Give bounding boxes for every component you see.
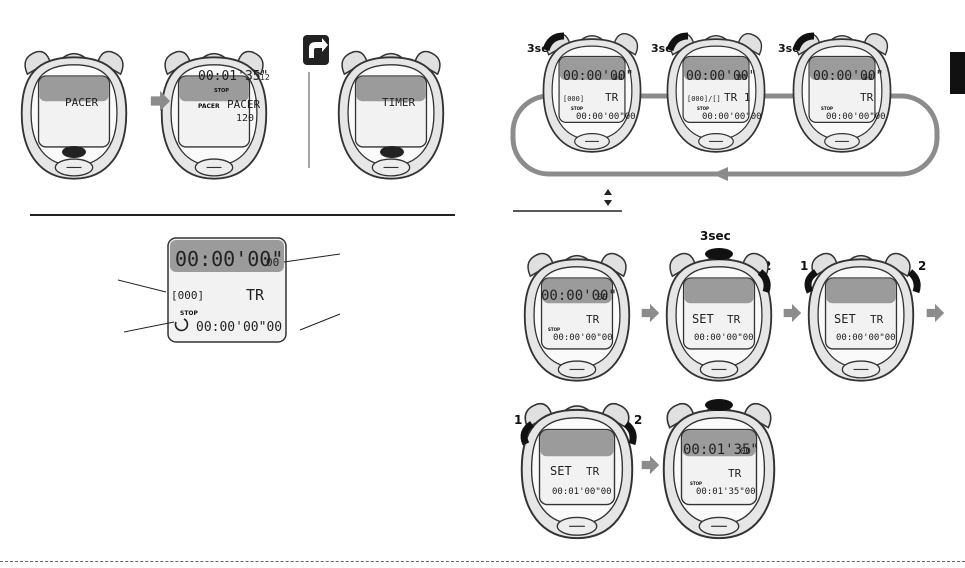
loop-watch-3 [792, 32, 892, 153]
pressed-button-marker [705, 399, 733, 411]
setup-watch-a [523, 252, 631, 382]
pressed-button-marker [757, 269, 771, 294]
setup-e-count: 00:01'35"00 [696, 487, 756, 497]
loop-w2-icon: [000]/[] [687, 95, 721, 103]
setup-a-time: 00:00'00" [541, 288, 617, 304]
watch-timer [337, 50, 445, 180]
loop-w1-stop: STOP [571, 106, 583, 111]
right-arrow-icon [641, 303, 660, 323]
setup-a-mode: TR [586, 313, 600, 326]
pressed-button-marker [907, 269, 921, 294]
loop-w1-count: 00:00'00"00 [576, 112, 636, 122]
setup-press: 3sec [700, 229, 731, 243]
watch-pacer-1 [20, 50, 128, 180]
setup-c-count: 00:00'00"00 [836, 333, 896, 343]
pressed-button-marker [792, 32, 815, 52]
setup-sequence: 00:00'00" 00 TR STOP 00:00'00"00 3sec 2 … [514, 229, 945, 540]
setup-c-mode: TR [870, 313, 884, 326]
loop-watch-1 [542, 32, 642, 153]
display-hund: 00 [266, 256, 279, 269]
setup-watch-d [520, 402, 634, 540]
loop-w2-mode: TR 1 [724, 91, 751, 104]
pacer-row: PACER 00:01'35" 12 STOP PACER PACER 120 … [20, 35, 445, 180]
w1-line2: PACER [65, 96, 98, 109]
loop-w2-stop: STOP [697, 106, 709, 111]
loop-w1-time: 00:00'00" [563, 69, 633, 84]
display-time: 00:00'00" [175, 247, 283, 271]
callout-line [283, 253, 341, 263]
callout-line [299, 313, 341, 331]
setup-c-set: SET [834, 312, 856, 326]
loop-w3-hund: 00 [863, 73, 873, 82]
pressed-button-marker [705, 248, 733, 260]
setup-b-count: 00:00'00"00 [694, 333, 754, 343]
loop-w3-time: 00:00'00" [813, 69, 883, 84]
w3-line2: TIMER [382, 96, 415, 109]
right-arrow-icon [641, 455, 660, 475]
setup-watch-c [807, 252, 915, 382]
w2-line3: 120 [236, 113, 254, 124]
w2-stop: STOP [214, 88, 229, 94]
setup-a-count: 00:00'00"00 [553, 333, 613, 343]
right-arrow-icon [783, 303, 802, 323]
section-tab [950, 52, 965, 94]
w2-line1-hund: 12 [260, 73, 270, 82]
loop-w2-hund: 00 [737, 73, 747, 82]
updown-triangle-icon [604, 189, 612, 206]
w2-pacer-tag: PACER [198, 103, 220, 110]
mode-loop: 3sec 00:00'00" 00 [000] TR STOP 00:00'00… [510, 32, 940, 181]
setup-d-set: SET [550, 464, 572, 478]
display-mode: TR [246, 286, 265, 304]
loop-w1-hund: 00 [613, 73, 623, 82]
w2-line1: 00:01'35" [198, 69, 268, 84]
left-arrow-icon [712, 167, 728, 181]
loop-w2-time: 00:00'00" [686, 69, 756, 84]
setup-watch-b [665, 252, 773, 382]
callout-line [117, 279, 167, 293]
setup-d-mode: TR [586, 465, 600, 478]
setup-a-hund: 00 [597, 293, 608, 303]
loop-w1-icon: [000] [563, 95, 584, 103]
pressed-button-marker [623, 421, 637, 446]
setup-watch-e [662, 402, 776, 540]
callout-line [123, 321, 175, 333]
setup-e-hund: 00 [740, 447, 751, 457]
setup-e-stop: STOP [690, 481, 702, 486]
loop-w1-mode: TR [605, 91, 619, 104]
setup-num2c: 2 [634, 413, 642, 427]
setup-d-count: 00:01'00"00 [552, 487, 612, 497]
loop-w2-count: 00:00'00"00 [702, 112, 762, 122]
setup-num2b: 2 [918, 259, 926, 273]
loop-w3-count: 00:00'00"00 [826, 112, 886, 122]
right-arrow-icon [926, 303, 945, 323]
setup-a-stop: STOP [548, 327, 560, 332]
setup-b-set: SET [692, 312, 714, 326]
turn-arrow-icon [303, 35, 329, 65]
setup-e-mode: TR [728, 467, 742, 480]
loop-w3-stop: STOP [821, 106, 833, 111]
display-stop: STOP [180, 310, 199, 317]
pressed-button-marker [520, 421, 535, 446]
display-countdown: 00:00'00"00 [196, 320, 282, 335]
pressed-button-marker [666, 32, 689, 52]
footer-dashed-line [0, 561, 965, 562]
display-detail: 00:00'00" 00 [000] TR STOP 00:00'00"00 [117, 237, 341, 343]
loop-w3-mode: TR [860, 91, 874, 104]
pressed-button-marker [542, 32, 565, 52]
w2-line2: PACER [227, 98, 260, 111]
repeat-icon [174, 318, 189, 332]
pressed-button-marker [62, 146, 86, 158]
pressed-button-marker [804, 269, 819, 294]
pressed-button-marker [380, 146, 404, 158]
setup-num1: 1 [800, 259, 808, 273]
setup-b-mode: TR [727, 313, 741, 326]
setup-e-time: 00:01'35" [683, 442, 759, 458]
display-icon: [000] [171, 289, 204, 302]
setup-num1c: 1 [514, 413, 522, 427]
